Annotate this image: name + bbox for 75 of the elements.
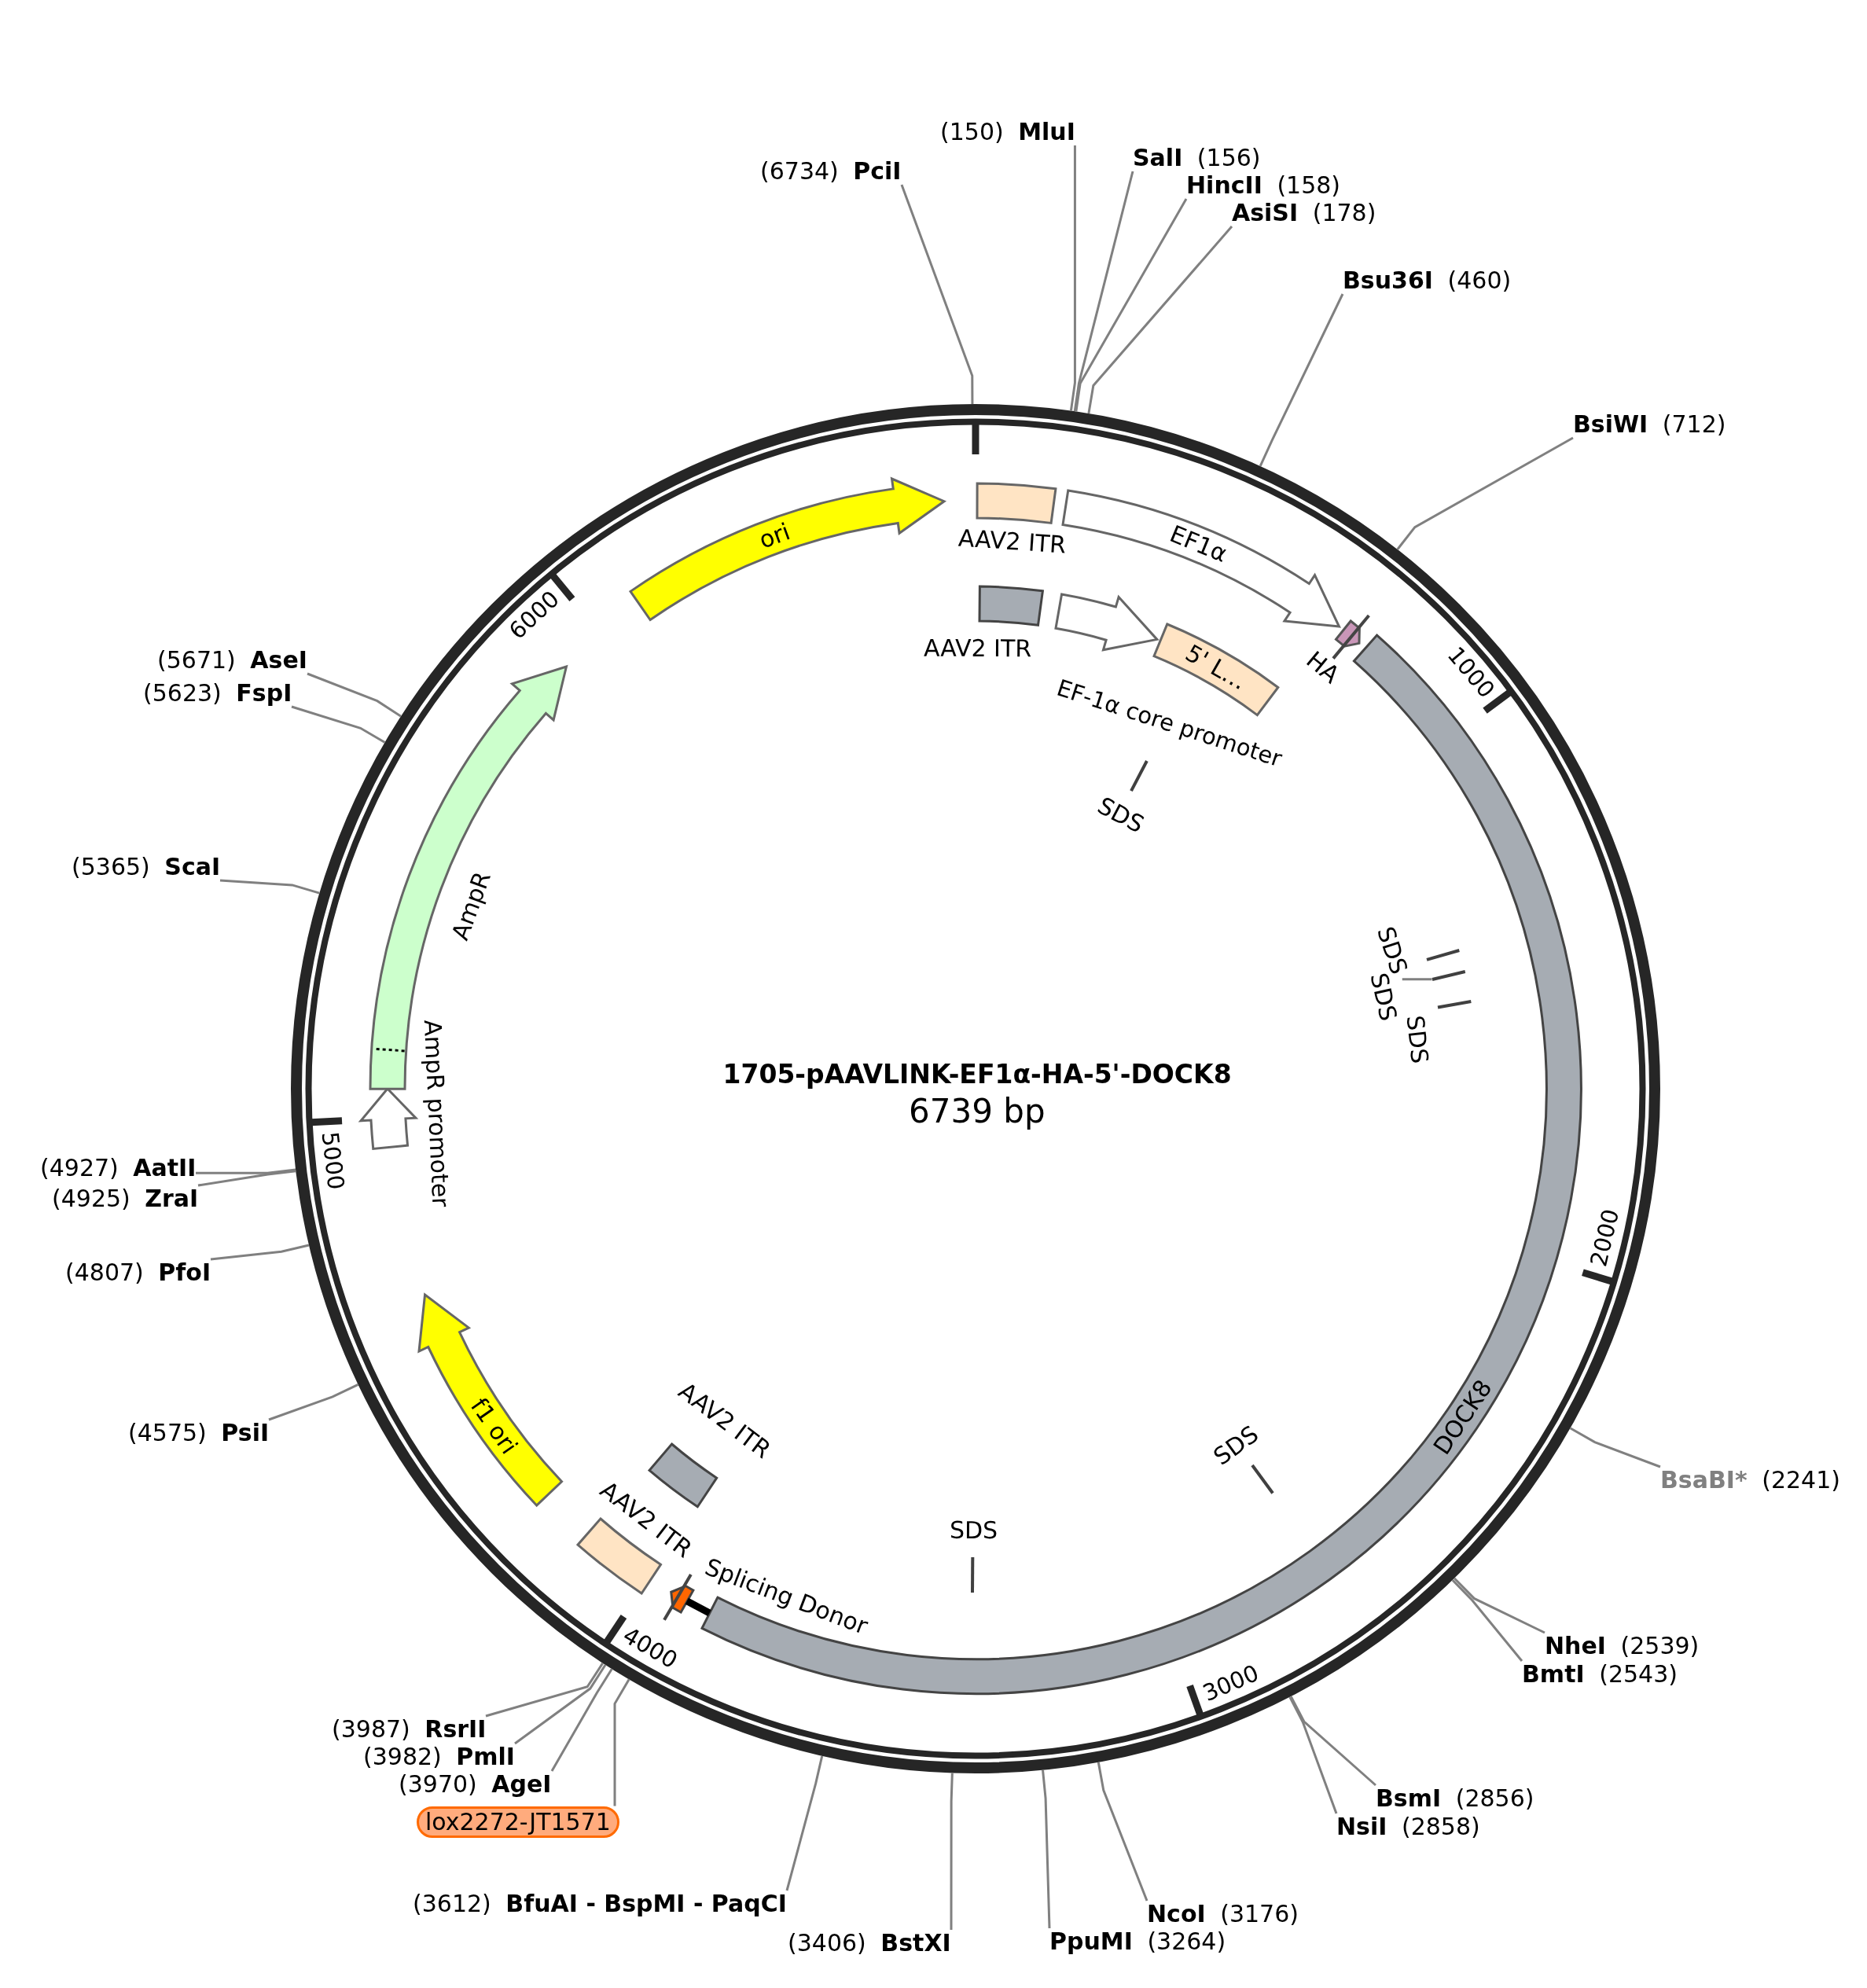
leader-line — [1569, 1427, 1661, 1468]
leader-line — [1073, 171, 1134, 412]
leader-line — [950, 1773, 954, 1930]
restriction-site-label: (3406) BstXI — [788, 1930, 951, 1957]
restriction-site-label: (4575) PsiI — [128, 1420, 270, 1446]
restriction-site-label: (4927) AatII — [40, 1155, 197, 1181]
feature-label: SDS — [1400, 1013, 1434, 1064]
connector-line — [685, 1597, 711, 1617]
leader-line — [1288, 1696, 1338, 1814]
restriction-site-label: BsaBI* (2241) — [1660, 1467, 1840, 1494]
plasmid-size: 6739 bp — [909, 1093, 1046, 1131]
leader-line — [785, 1755, 824, 1891]
leader-line — [210, 1244, 310, 1261]
feature-label: SDS — [1208, 1420, 1263, 1471]
feature-tag: lox2272-JT1571 — [417, 1806, 619, 1838]
restriction-site-label: (4807) PfoI — [65, 1259, 211, 1286]
feature-label: AAV2 ITR — [924, 634, 1032, 663]
restriction-site-label: (3982) PmlI — [363, 1744, 515, 1770]
leader-line — [1402, 978, 1432, 981]
leader-line — [1042, 1769, 1051, 1929]
leader-line — [1453, 1577, 1545, 1634]
leader-line — [1396, 436, 1574, 550]
restriction-site-label: (3970) AgeI — [399, 1771, 552, 1798]
restriction-site-label: NheI (2539) — [1545, 1633, 1700, 1659]
restriction-site-label: BsiWI (712) — [1573, 411, 1726, 438]
leader-line — [1259, 293, 1344, 467]
leader-line — [900, 184, 974, 404]
leader-line — [1451, 1578, 1523, 1662]
restriction-site-label: (5623) FspI — [143, 680, 292, 707]
feature-label: ori — [755, 517, 794, 554]
feature-label: 5' L… — [1180, 639, 1251, 696]
leader-line — [219, 879, 320, 895]
tick-label: 4000 — [618, 1622, 682, 1674]
leader-line — [307, 672, 402, 718]
leader-line — [485, 1662, 605, 1718]
restriction-site-label: (3987) RsrII — [332, 1716, 487, 1743]
plasmid-name: 1705-pAAVLINK-EF1α-HA-5'-DOCK8 — [722, 1060, 1232, 1090]
leader-line — [550, 1668, 613, 1772]
leader-line — [1087, 226, 1233, 414]
restriction-site-label: (4925) ZraI — [52, 1185, 199, 1212]
leader-line — [1097, 1762, 1148, 1902]
leader-line — [291, 705, 386, 744]
restriction-site-label: NsiI (2858) — [1336, 1813, 1480, 1840]
leader-line — [268, 1384, 359, 1421]
restriction-site-label: (3612) BfuAI - BspMI - PaqCI — [413, 1891, 787, 1917]
feature-label: SDS — [1093, 792, 1148, 840]
restriction-site-label: (6734) PciI — [760, 158, 902, 185]
restriction-site-label: (150) MluI — [940, 119, 1075, 145]
tick-label: 2000 — [1585, 1207, 1625, 1270]
leader-line — [613, 1678, 630, 1806]
feature-label: HA — [1300, 646, 1344, 689]
restriction-site-label: BmtI (2543) — [1522, 1661, 1678, 1688]
feature-label: AmpR — [447, 868, 497, 944]
feature-label: EF1α — [1166, 520, 1232, 568]
restriction-site-label: AsiSI (178) — [1232, 200, 1376, 226]
restriction-site-label: PpuMI (3264) — [1049, 1928, 1226, 1955]
restriction-site-label: HincII (158) — [1186, 172, 1341, 199]
restriction-site-label: (5365) ScaI — [72, 854, 221, 880]
leader-line — [197, 1170, 296, 1187]
leader-line — [1069, 145, 1076, 411]
restriction-site-label: (5671) AseI — [157, 647, 307, 674]
feature-label: AmpR promoter — [418, 1019, 454, 1207]
feature-label: SDS — [949, 1517, 998, 1545]
leader-line — [1289, 1696, 1376, 1787]
feature-label: AAV2 ITR — [957, 524, 1067, 560]
leader-line — [514, 1663, 607, 1745]
feature-label: f1 ori — [465, 1392, 523, 1459]
tick-label: 5000 — [316, 1130, 349, 1192]
restriction-site-label: SalI (156) — [1133, 145, 1261, 171]
restriction-site-label: Bsu36I (460) — [1343, 267, 1512, 294]
restriction-site-label: NcoI (3176) — [1147, 1901, 1299, 1927]
leader-line — [196, 1168, 296, 1174]
tick-label: 3000 — [1199, 1659, 1263, 1707]
leader-line — [1075, 198, 1188, 412]
restriction-site-label: BsmI (2856) — [1376, 1785, 1534, 1812]
